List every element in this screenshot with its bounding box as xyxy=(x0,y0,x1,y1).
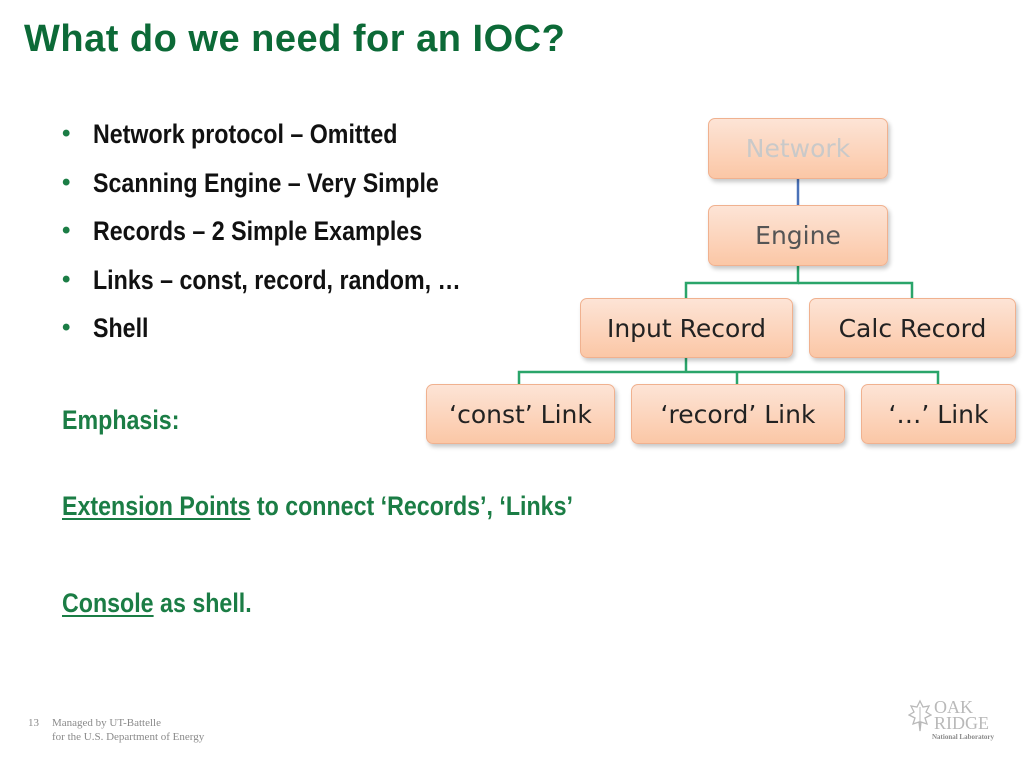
logo-line-2: RIDGE xyxy=(934,713,989,733)
bullet-item: •Records – 2 Simple Examples xyxy=(62,211,521,260)
network-node: Network xyxy=(708,118,888,179)
oak-ridge-logo: OAK RIDGE National Laboratory xyxy=(908,697,1000,747)
logo-line-1: OAK xyxy=(934,697,973,717)
console-rest: as shell. xyxy=(153,588,252,618)
bullet-item: •Scanning Engine – Very Simple xyxy=(62,163,521,212)
footer-line-1: Managed by UT-Battelle xyxy=(52,717,161,729)
footer-line-2: for the U.S. Department of Energy xyxy=(52,731,205,743)
const-link-node: ‘const’ Link xyxy=(426,384,615,444)
console-link[interactable]: Console xyxy=(62,588,154,618)
page-number: 13 xyxy=(28,717,39,729)
engine-calc-connector xyxy=(798,281,914,298)
record-link-node: ‘record’ Link xyxy=(631,384,845,444)
links-connector xyxy=(517,370,940,384)
bullet-list: •Network protocol – Omitted •Scanning En… xyxy=(62,114,521,357)
bullet-dot: • xyxy=(62,120,71,147)
input-record-node: Input Record xyxy=(580,298,793,358)
extension-points-link[interactable]: Extension Points xyxy=(62,491,251,521)
extension-points-rest: to connect ‘Records’, ‘Links’ xyxy=(250,491,573,521)
logo-line-3: National Laboratory xyxy=(932,733,995,741)
engine-node: Engine xyxy=(708,205,888,266)
bullet-dot: • xyxy=(62,265,71,293)
bullet-dot: • xyxy=(62,217,71,244)
slide-title: What do we need for an IOC? xyxy=(24,18,566,60)
bullet-item: •Links – const, record, random, … xyxy=(62,260,521,309)
calc-record-node: Calc Record xyxy=(809,298,1016,358)
engine-records-connector xyxy=(684,266,800,298)
other-link-node: ‘…’ Link xyxy=(861,384,1016,444)
bullet-item: •Network protocol – Omitted xyxy=(62,114,521,163)
leaf-icon xyxy=(908,699,932,732)
bullet-item: •Shell xyxy=(62,308,521,357)
console-line: Console as shell. xyxy=(62,588,252,619)
bullet-dot: • xyxy=(62,314,71,341)
emphasis-label: Emphasis: xyxy=(62,405,180,435)
extension-points-line: Extension Points to connect ‘Records’, ‘… xyxy=(62,491,573,522)
bullet-dot: • xyxy=(62,168,71,196)
